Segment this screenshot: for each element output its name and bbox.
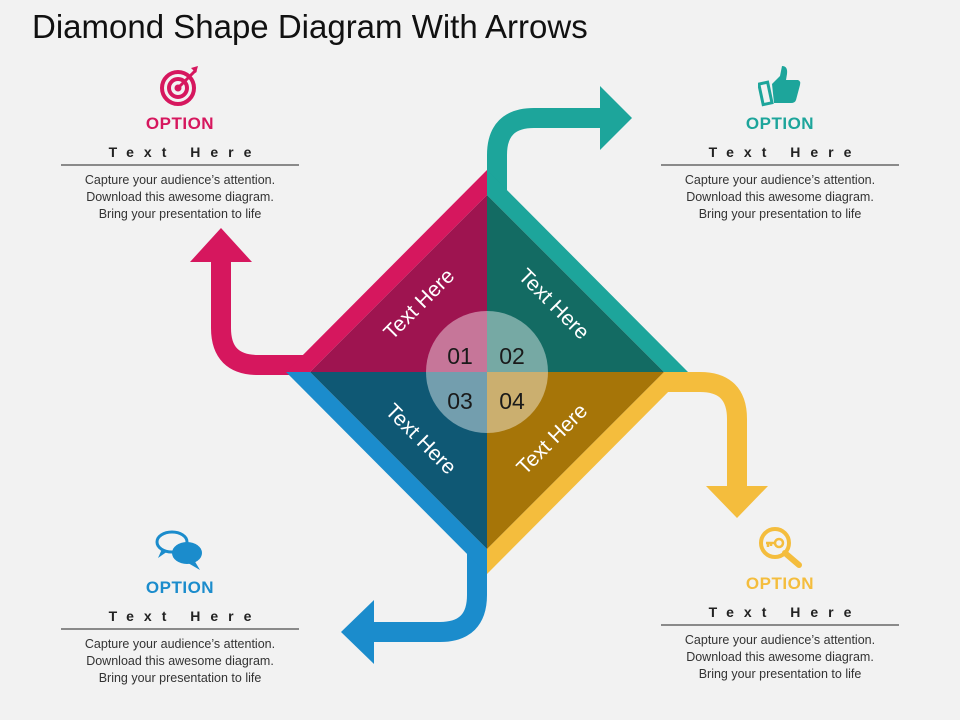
desc-line: Bring your presentation to life (698, 207, 862, 221)
option-description: Capture your audience’s attention. Downl… (661, 172, 899, 223)
arrow-bottom-left (341, 552, 487, 664)
option-label: OPTION (745, 574, 815, 593)
thumbs-up-icon (661, 64, 899, 108)
key-search-icon (661, 524, 899, 568)
option-description: Capture your audience’s attention. Downl… (61, 172, 299, 223)
option-card-4: OPTION Text Here Capture your audience’s… (661, 524, 899, 683)
arrow-top-left (190, 228, 308, 375)
segment-number-01: 01 (447, 343, 473, 369)
option-subtitle: Text Here (61, 602, 299, 630)
desc-line: Download this awesome diagram. (686, 190, 874, 204)
desc-line: Capture your audience’s attention. (684, 633, 876, 647)
page-title: Diamond Shape Diagram With Arrows (32, 8, 588, 45)
option-subtitle: Text Here (661, 598, 899, 626)
option-description: Capture your audience’s attention. Downl… (61, 636, 299, 687)
chat-bubbles-icon (61, 528, 299, 572)
desc-line: Download this awesome diagram. (686, 650, 874, 664)
segment-number-02: 02 (499, 343, 525, 369)
desc-line: Bring your presentation to life (98, 207, 262, 221)
desc-line: Capture your audience’s attention. (84, 173, 276, 187)
quadrant-03 (310, 372, 487, 549)
desc-line: Download this awesome diagram. (86, 190, 274, 204)
desc-line: Bring your presentation to life (98, 671, 262, 685)
desc-line: Bring your presentation to life (698, 667, 862, 681)
option-label: OPTION (745, 114, 815, 133)
segment-number-04: 04 (499, 388, 525, 414)
desc-line: Capture your audience’s attention. (684, 173, 876, 187)
center-circle (426, 311, 548, 433)
option-label: OPTION (145, 578, 215, 597)
arrow-bottom-right (665, 372, 768, 518)
quadrant-04 (487, 372, 664, 549)
quadrant-01 (310, 195, 487, 372)
target-icon (61, 64, 299, 108)
option-subtitle: Text Here (61, 138, 299, 166)
quadrant-02 (487, 195, 664, 372)
option-description: Capture your audience’s attention. Downl… (661, 632, 899, 683)
option-card-2: OPTION Text Here Capture your audience’s… (661, 64, 899, 223)
desc-line: Capture your audience’s attention. (84, 637, 276, 651)
band-magenta (286, 170, 487, 372)
option-card-3: OPTION Text Here Capture your audience’s… (61, 528, 299, 687)
option-label: OPTION (145, 114, 215, 133)
segment-number-03: 03 (447, 388, 473, 414)
option-card-1: OPTION Text Here Capture your audience’s… (61, 64, 299, 223)
desc-line: Download this awesome diagram. (86, 654, 274, 668)
arrow-top-right (487, 86, 632, 190)
option-subtitle: Text Here (661, 138, 899, 166)
band-yellow (487, 372, 688, 574)
band-teal (487, 170, 688, 372)
band-blue (286, 372, 487, 574)
